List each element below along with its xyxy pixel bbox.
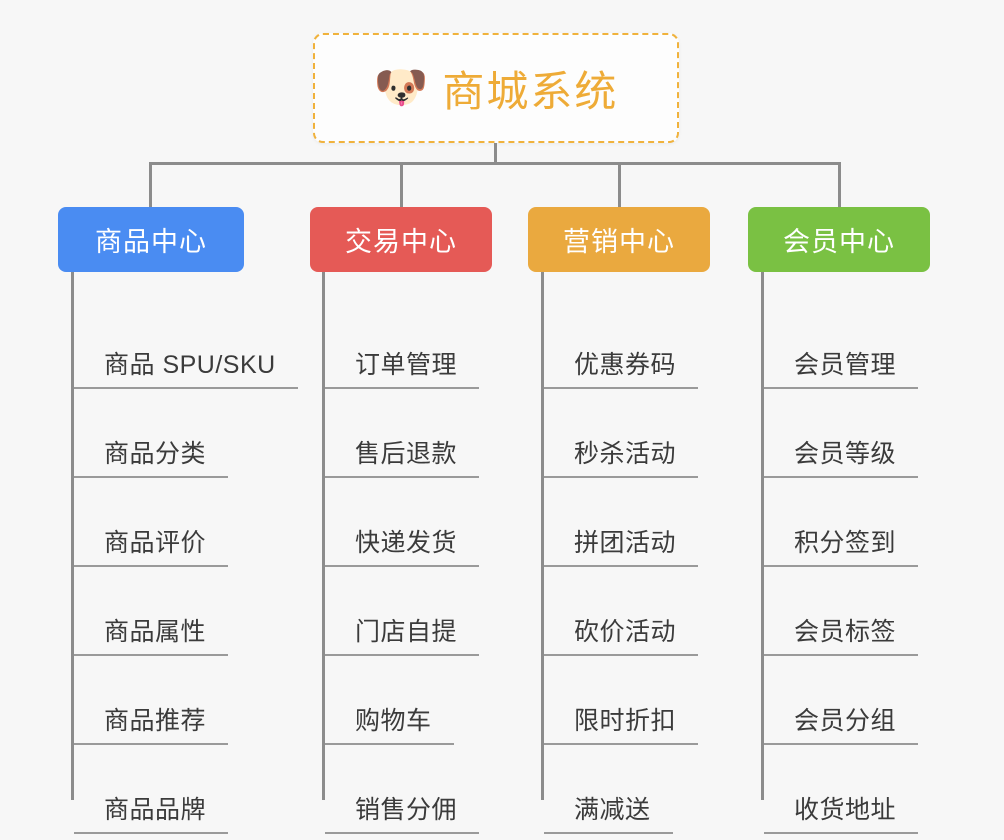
connector-drop-2 (400, 162, 403, 207)
list-item[interactable]: 会员等级 (764, 389, 919, 478)
list-item[interactable]: 优惠券码 (544, 300, 699, 389)
leaf-list-4: 会员管理 会员等级 积分签到 会员标签 会员分组 收货地址 (764, 300, 919, 834)
dog-face-icon: 🐶 (373, 63, 429, 112)
list-item[interactable]: 销售分佣 (325, 745, 480, 834)
list-item-label: 限时折扣 (544, 701, 699, 745)
connector-drop-1 (149, 162, 152, 207)
connector-root-stem (494, 143, 497, 164)
leaf-list-2: 订单管理 售后退款 快递发货 门店自提 购物车 销售分佣 (325, 300, 480, 834)
list-item[interactable]: 门店自提 (325, 567, 480, 656)
list-item-label: 销售分佣 (325, 790, 480, 834)
list-item[interactable]: 商品评价 (74, 478, 298, 567)
list-item-label: 购物车 (325, 701, 454, 745)
category-header-label: 营销中心 (563, 227, 675, 257)
list-item[interactable]: 售后退款 (325, 389, 480, 478)
list-item[interactable]: 砍价活动 (544, 567, 699, 656)
list-item-label: 会员管理 (764, 345, 919, 389)
category-header-trade[interactable]: 交易中心 (310, 207, 492, 272)
connector-drop-3 (618, 162, 621, 207)
root-node[interactable]: 🐶 商城系统 (313, 33, 679, 143)
list-item[interactable]: 商品 SPU/SKU (74, 300, 298, 389)
category-header-label: 会员中心 (783, 227, 895, 257)
list-item-label: 门店自提 (325, 612, 480, 656)
list-item-label: 商品评价 (74, 523, 229, 567)
list-item[interactable]: 收货地址 (764, 745, 919, 834)
list-item-label: 商品属性 (74, 612, 229, 656)
list-item-label: 商品分类 (74, 434, 229, 478)
category-column-2: 交易中心 (310, 207, 492, 272)
list-item-label: 商品推荐 (74, 701, 229, 745)
category-header-product[interactable]: 商品中心 (58, 207, 244, 272)
branch-trunk-4 (761, 272, 764, 800)
list-item[interactable]: 商品品牌 (74, 745, 298, 834)
category-column-4: 会员中心 (748, 207, 930, 272)
list-item-label: 收货地址 (764, 790, 919, 834)
branch-trunk-3 (541, 272, 544, 800)
list-item[interactable]: 商品推荐 (74, 656, 298, 745)
category-column-1: 商品中心 (58, 207, 244, 272)
root-node-label: 商城系统 (442, 67, 619, 115)
list-item[interactable]: 会员标签 (764, 567, 919, 656)
branch-trunk-1 (71, 272, 74, 800)
list-item[interactable]: 限时折扣 (544, 656, 699, 745)
connector-horizontal-bus (150, 162, 840, 165)
list-item-label: 秒杀活动 (544, 434, 699, 478)
list-item-label: 会员等级 (764, 434, 919, 478)
list-item[interactable]: 满减送 (544, 745, 698, 834)
list-item-label: 商品 SPU/SKU (74, 345, 298, 389)
list-item-label: 拼团活动 (544, 523, 699, 567)
list-item[interactable]: 商品属性 (74, 567, 298, 656)
category-column-3: 营销中心 (528, 207, 710, 272)
list-item-label: 会员分组 (764, 701, 919, 745)
leaf-list-3: 优惠券码 秒杀活动 拼团活动 砍价活动 限时折扣 满减送 (544, 300, 699, 834)
leaf-list-1: 商品 SPU/SKU 商品分类 商品评价 商品属性 商品推荐 商品品牌 (74, 300, 298, 834)
list-item[interactable]: 商品分类 (74, 389, 298, 478)
connector-drop-4 (838, 162, 841, 207)
list-item[interactable]: 拼团活动 (544, 478, 699, 567)
list-item[interactable]: 会员管理 (764, 300, 919, 389)
list-item-label: 积分签到 (764, 523, 919, 567)
branch-trunk-2 (322, 272, 325, 800)
list-item-label: 售后退款 (325, 434, 480, 478)
list-item-label: 优惠券码 (544, 345, 699, 389)
list-item[interactable]: 积分签到 (764, 478, 919, 567)
list-item[interactable]: 订单管理 (325, 300, 480, 389)
category-header-marketing[interactable]: 营销中心 (528, 207, 710, 272)
list-item-label: 订单管理 (325, 345, 480, 389)
list-item-label: 砍价活动 (544, 612, 699, 656)
list-item-label: 满减送 (544, 790, 673, 834)
list-item-label: 商品品牌 (74, 790, 229, 834)
list-item[interactable]: 购物车 (325, 656, 479, 745)
category-header-label: 交易中心 (345, 227, 457, 257)
list-item-label: 快递发货 (325, 523, 480, 567)
list-item-label: 会员标签 (764, 612, 919, 656)
list-item[interactable]: 秒杀活动 (544, 389, 699, 478)
list-item[interactable]: 快递发货 (325, 478, 480, 567)
category-header-label: 商品中心 (95, 227, 207, 257)
list-item[interactable]: 会员分组 (764, 656, 919, 745)
category-header-member[interactable]: 会员中心 (748, 207, 930, 272)
